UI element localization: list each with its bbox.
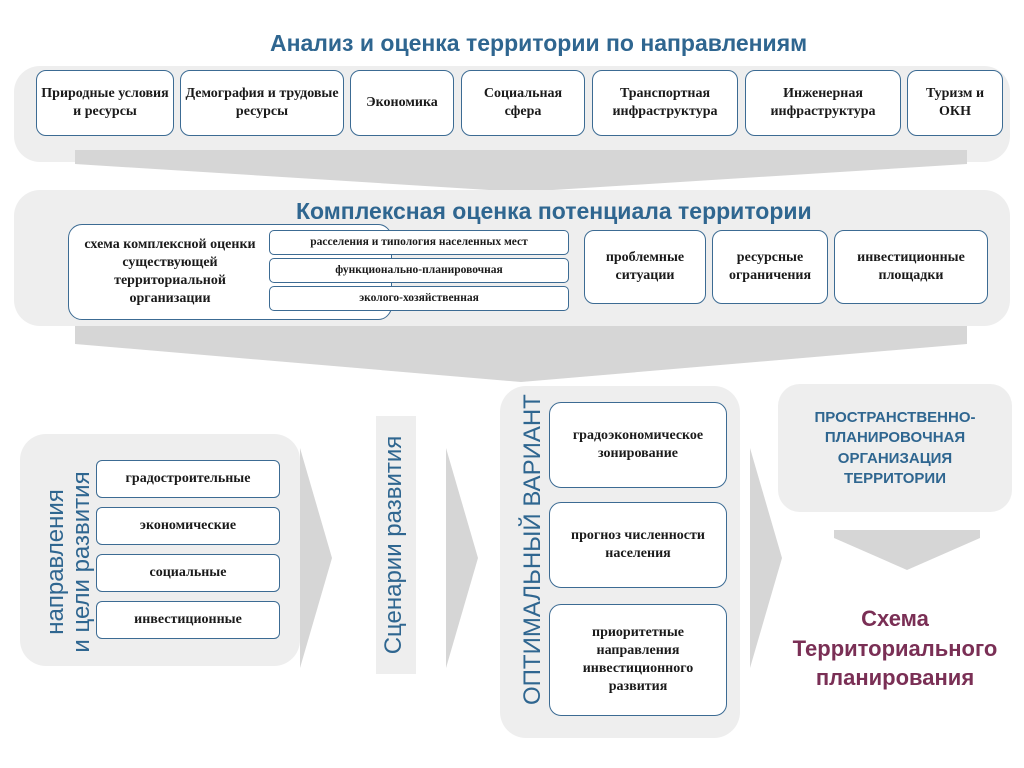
down-arrow-2	[75, 326, 967, 382]
scenarios-label: Сценарии развития	[380, 435, 407, 655]
scheme-label: схема комплексной оценки существующей те…	[84, 236, 256, 307]
box-problem-situations: проблемные ситуации	[584, 230, 706, 304]
directions-label-line2: и цели развития	[68, 471, 95, 653]
optimal-zoning: градоэкономическое зонирование	[549, 402, 727, 488]
down-arrow-1	[75, 150, 967, 192]
box-demography: Демография и трудовые ресурсы	[180, 70, 344, 136]
direction-urban: градостроительные	[96, 460, 280, 498]
down-arrow-3	[834, 530, 980, 570]
scheme-item-settlement: расселения и типология населенных мест	[269, 230, 569, 255]
direction-economic: экономические	[96, 507, 280, 545]
analysis-title: Анализ и оценка территории по направлени…	[270, 30, 808, 56]
optimal-population: прогноз численности населения	[549, 502, 727, 588]
right-arrow-1	[300, 448, 332, 668]
box-resource-limits: ресурсные ограничения	[712, 230, 828, 304]
directions-label-line1: направления	[41, 489, 69, 635]
scheme-item-functional: функционально-планировочная	[269, 258, 569, 283]
directions-label: направления и цели развития	[39, 452, 99, 672]
box-investment-sites: инвестиционные площадки	[834, 230, 988, 304]
optimal-label: ОПТИМАЛЬНЫЙ ВАРИАНТ	[519, 394, 546, 705]
direction-investment: инвестиционные	[96, 601, 280, 639]
optimal-priority: приоритетные направления инвестиционного…	[549, 604, 727, 716]
box-transport: Транспортная инфраструктура	[592, 70, 738, 136]
scheme-item-ecological: эколого-хозяйственная	[269, 286, 569, 311]
direction-social: социальные	[96, 554, 280, 592]
scenarios-bar	[376, 416, 416, 674]
right-arrow-3	[750, 448, 782, 668]
box-economy: Экономика	[350, 70, 454, 136]
box-engineering: Инженерная инфраструктура	[745, 70, 901, 136]
complex-title: Комплексная оценка потенциала территории	[296, 198, 812, 224]
spatial-panel	[778, 384, 1012, 512]
box-natural-resources: Природные условия и ресурсы	[36, 70, 174, 136]
spatial-label: ПРОСТРАНСТВЕННО-ПЛАНИРОВОЧНАЯ ОРГАНИЗАЦИ…	[814, 409, 976, 487]
box-social-sphere: Социальная сфера	[461, 70, 585, 136]
right-arrow-2	[446, 448, 478, 668]
box-tourism: Туризм и ОКН	[907, 70, 1003, 136]
final-scheme-label: Схема Территориального планирования	[792, 606, 998, 691]
